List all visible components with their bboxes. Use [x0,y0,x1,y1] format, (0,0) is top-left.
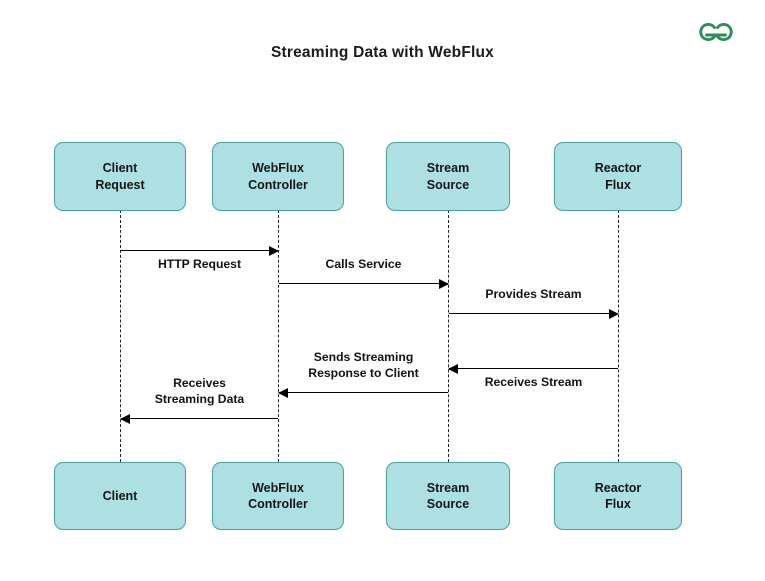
message-label-line1: HTTP Request [157,257,242,271]
participant-label-line1: Reactor [594,480,642,495]
arrowhead-right-icon [269,245,279,256]
arrow-http-request [121,245,279,256]
participant-label-line2: Request [95,177,145,192]
participant-top-webflux-controller[interactable]: WebFlux Controller [212,142,344,211]
message-label-provides-stream: Provides Stream [449,287,618,303]
participant-bottom-stream-source[interactable]: Stream Source [386,462,510,530]
participant-top-stream-source[interactable]: Stream Source [386,142,510,211]
arrow-sends-streaming-response [278,387,448,398]
participant-label-line1: Stream [426,480,470,495]
arrowhead-right-icon [609,308,619,319]
message-label-line1: Sends Streaming [313,350,414,364]
message-label-line2: Response to Client [308,365,419,380]
participant-label-line2: Flux [605,177,631,192]
participant-label-line1: Stream [426,161,470,175]
participant-label-line1: WebFlux [252,480,304,495]
message-label-line1: Provides Stream [485,287,582,301]
participant-label-line1: Client [102,161,138,175]
participant-label-line1: Reactor [594,161,642,175]
message-label-receives-streaming-data: Receives Streaming Data [118,376,281,408]
participant-label-line2: Flux [605,497,631,511]
participant-top-reactor-flux[interactable]: Reactor Flux [554,142,682,211]
participant-top-client-request[interactable]: Client Request [54,142,186,211]
lifeline-client-request [120,210,121,462]
page-title: Streaming Data with WebFlux [270,44,494,61]
arrowhead-left-icon [278,387,288,398]
participant-label-line2: Source [426,497,470,511]
participant-bottom-client[interactable]: Client [54,462,186,530]
geeksforgeeks-logo [694,17,738,47]
arrow-receives-stream [448,363,618,374]
participant-bottom-webflux-controller[interactable]: WebFlux Controller [212,462,344,530]
arrowhead-left-icon [120,413,130,424]
message-label-calls-service: Calls Service [279,257,448,273]
message-label-receives-stream: Receives Stream [449,375,618,391]
arrowhead-left-icon [448,363,458,374]
message-label-line2: Streaming Data [154,391,245,406]
participant-label-line1: WebFlux [252,161,304,175]
participant-label-line2: Controller [248,177,308,192]
arrowhead-right-icon [439,278,449,289]
arrow-receives-streaming-data [120,413,278,424]
arrow-calls-service [279,278,449,289]
participant-label-line2: Controller [248,497,308,511]
lifeline-webflux-controller [278,210,279,462]
participant-label-line2: Source [426,177,470,192]
lifeline-stream-source [448,210,449,462]
message-label-line1: Receives [173,376,226,390]
message-label-line1: Receives Stream [484,375,583,389]
message-label-sends-streaming-response: Sends Streaming Response to Client [274,350,453,382]
arrow-provides-stream [449,308,619,319]
participant-label-line1: Client [102,488,138,503]
lifeline-reactor-flux [618,210,619,462]
message-label-http-request: HTTP Request [121,257,278,273]
message-label-line1: Calls Service [325,257,402,271]
participant-bottom-reactor-flux[interactable]: Reactor Flux [554,462,682,530]
